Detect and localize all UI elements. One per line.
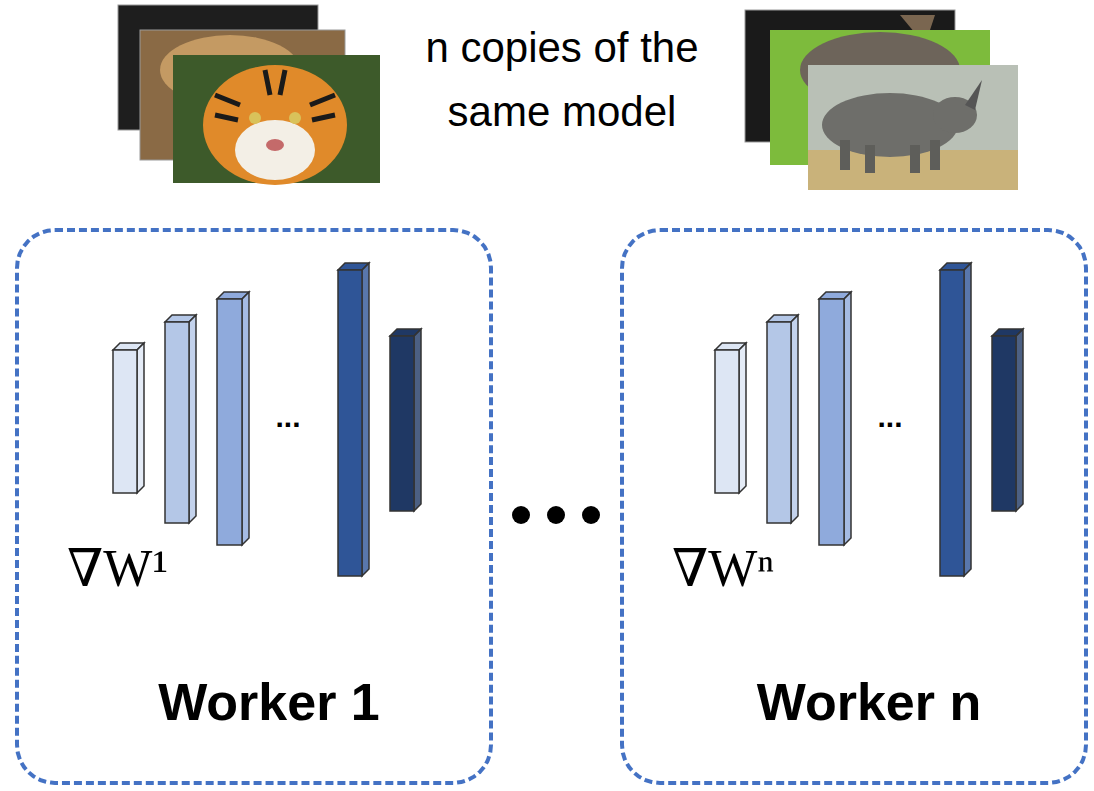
layer-bar xyxy=(940,270,964,576)
photo-stack xyxy=(745,10,1018,190)
worker-box: ∇W¹ Worker 1 xyxy=(15,228,493,785)
photo-stack xyxy=(118,5,380,185)
layer-bar xyxy=(113,350,137,493)
layer-bar xyxy=(992,336,1016,511)
layer-bar xyxy=(844,292,851,545)
layer-bar xyxy=(338,270,362,576)
ellipsis-text: ... xyxy=(275,400,300,434)
layer-bars xyxy=(113,263,1023,576)
layer-bar xyxy=(189,315,196,523)
caption-text: n copies of the same model xyxy=(397,16,727,144)
worker-label: Worker 1 xyxy=(158,672,380,732)
layer-bar xyxy=(242,292,249,545)
layer-bar xyxy=(767,322,791,523)
layer-bar xyxy=(964,263,971,576)
ellipsis-text: ... xyxy=(877,400,902,434)
layer-bar xyxy=(715,350,739,493)
layer-bar xyxy=(390,336,414,511)
ellipsis-dots xyxy=(512,506,600,524)
gradient-label: ∇W¹ xyxy=(67,538,168,598)
layer-bar xyxy=(414,329,421,511)
layer-bar xyxy=(137,343,144,493)
layer-bar xyxy=(165,322,189,523)
layer-bar xyxy=(217,299,242,545)
layer-bar xyxy=(362,263,369,576)
gradient-label: ∇Wⁿ xyxy=(672,538,774,598)
layer-bar xyxy=(819,299,844,545)
worker-box: ∇WⁿWorker n xyxy=(620,228,1088,785)
worker-label: Worker n xyxy=(757,672,981,732)
layer-bar xyxy=(739,343,746,493)
layer-bar xyxy=(1016,329,1023,511)
layer-bar xyxy=(791,315,798,523)
